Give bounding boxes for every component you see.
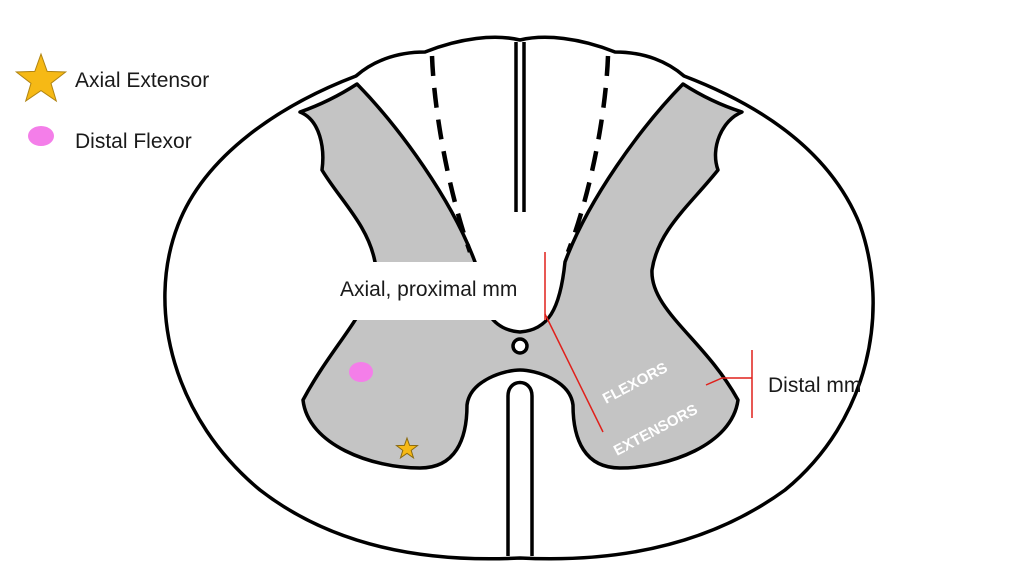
legend-star-label: Axial Extensor [75,69,209,92]
axial-extensor-marker [395,436,419,460]
gray-matter [298,82,744,470]
central-canal [511,337,529,355]
dashed-border-right [565,55,611,253]
distal-pointer-diagonal [705,377,723,386]
star-icon [14,52,68,103]
distal-flexor-marker [349,362,373,382]
dashed-border-left [429,55,473,253]
dot-icon [28,126,54,146]
ventral-fissure [506,380,534,556]
axial-proximal-label: Axial, proximal mm [340,278,517,301]
legend: Axial Extensor Distal Flexor [14,52,209,153]
axial-pointer-diagonal [544,313,604,433]
distal-label: Distal mm [768,374,861,397]
legend-dot-label: Distal Flexor [75,130,192,153]
axial-label-box [328,262,546,320]
